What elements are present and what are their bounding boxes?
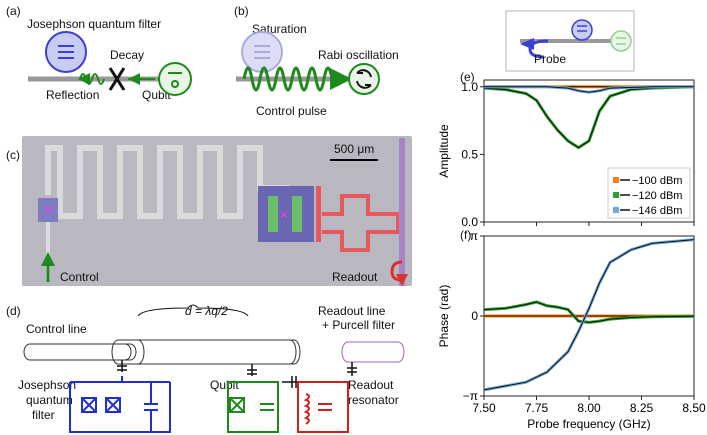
decay-arrow-icon <box>128 73 140 85</box>
lambda-coax <box>111 339 301 365</box>
svg-text:✕: ✕ <box>279 208 289 222</box>
chart-1-xtick-label: 8.25 <box>630 401 654 415</box>
chart-1-xtick-label: 7.50 <box>472 401 496 415</box>
rabi-cycle-icon <box>356 69 372 89</box>
inset-jqf-circle <box>571 19 593 41</box>
chart-1-xtick-label: 8.50 <box>682 401 706 415</box>
distance-label: d = λq/2 <box>185 304 228 318</box>
control-pulse-label: Control pulse <box>256 104 327 118</box>
chart-1-xlabel: Probe frequency (GHz) <box>527 417 650 431</box>
chart-1-ytick-label: −π <box>463 389 478 403</box>
chart-1-xtick-label: 8.00 <box>577 401 601 415</box>
chart-1-xtick-label: 7.75 <box>525 401 549 415</box>
readout-coax <box>341 341 405 363</box>
chart-0-series-1 <box>483 85 695 150</box>
reflection-wave <box>79 73 105 85</box>
svg-text:✕: ✕ <box>44 203 54 217</box>
resonator-label-d2: resonator <box>348 393 399 407</box>
control-coax <box>23 343 137 361</box>
decay-label: Decay <box>110 48 145 62</box>
panel-a-label: (a) <box>6 4 21 18</box>
probe-label: Probe <box>534 52 567 66</box>
panel-f-label: (f) <box>460 228 472 242</box>
chart-0-fit-2 <box>484 86 694 93</box>
meander-line <box>45 145 290 219</box>
control-pulse-wave <box>242 66 334 92</box>
rabi-label: Rabi oscillation <box>318 48 399 62</box>
chart-0-fit-1 <box>483 86 695 149</box>
readout-resonator <box>322 194 400 252</box>
chart-0-ytick-label: 1.0 <box>461 80 478 94</box>
jqf-label-d2: quantum <box>26 393 73 407</box>
qubit-circle-a <box>158 62 192 96</box>
jqf-label-d3: filter <box>32 408 55 422</box>
legend-swatch-2 <box>613 207 619 213</box>
chart-1-fit-2 <box>483 239 695 391</box>
jqf-pad <box>38 198 58 222</box>
chart-1-ytick-label: π <box>470 229 478 243</box>
chart-1-fit-1 <box>483 301 695 323</box>
resonator-label-d1: Readout <box>348 378 394 392</box>
probe-arrow-icon <box>528 39 549 59</box>
chip-control-label: Control <box>60 270 99 284</box>
control-arrow-icon <box>330 68 352 90</box>
scale-label: 500 μm <box>334 142 375 156</box>
inset-qubit-circle <box>610 30 632 52</box>
qubit-circuit <box>227 381 279 433</box>
qubit-pad <box>258 186 314 242</box>
panel-b-label: (b) <box>234 4 249 18</box>
chart-0-ytick-label: 0.5 <box>461 147 478 161</box>
legend-swatch-1 <box>613 192 619 198</box>
chart-1-ylabel: Phase (rad) <box>437 285 451 348</box>
reflection-label: Reflection <box>46 88 100 102</box>
qubit-circle-b <box>348 63 380 95</box>
control-line-label: Control line <box>26 322 87 336</box>
jqf-circuit <box>69 376 171 433</box>
panel-c-label: (c) <box>6 148 20 162</box>
chart-0-ylabel: Amplitude <box>437 124 451 178</box>
resonator-circuit <box>297 381 349 433</box>
legend-label-2: −146 dBm <box>632 205 682 217</box>
legend-label-1: −120 dBm <box>632 190 682 202</box>
readout-arrow-icon <box>390 260 403 282</box>
jqf-label-a: Josephson quantum filter <box>27 17 162 31</box>
control-input-arrow-icon <box>41 252 55 266</box>
distance-brace <box>137 304 249 317</box>
legend-swatch-0 <box>613 177 619 183</box>
chart-1-ytick-label: 0 <box>471 309 478 323</box>
legend-label-0: −100 dBm <box>632 175 682 187</box>
jqf-label-d1: Josephson <box>18 378 77 392</box>
purcell-label: + Purcell filter <box>322 318 396 332</box>
reflection-arrow-icon <box>78 73 90 85</box>
chart-0-ytick-label: 0.0 <box>461 215 478 229</box>
panel-e-label: (e) <box>460 70 475 84</box>
readout-line-label: Readout line <box>318 304 386 318</box>
panel-d-label: (d) <box>6 304 21 318</box>
chip-readout-label: Readout <box>332 270 378 284</box>
